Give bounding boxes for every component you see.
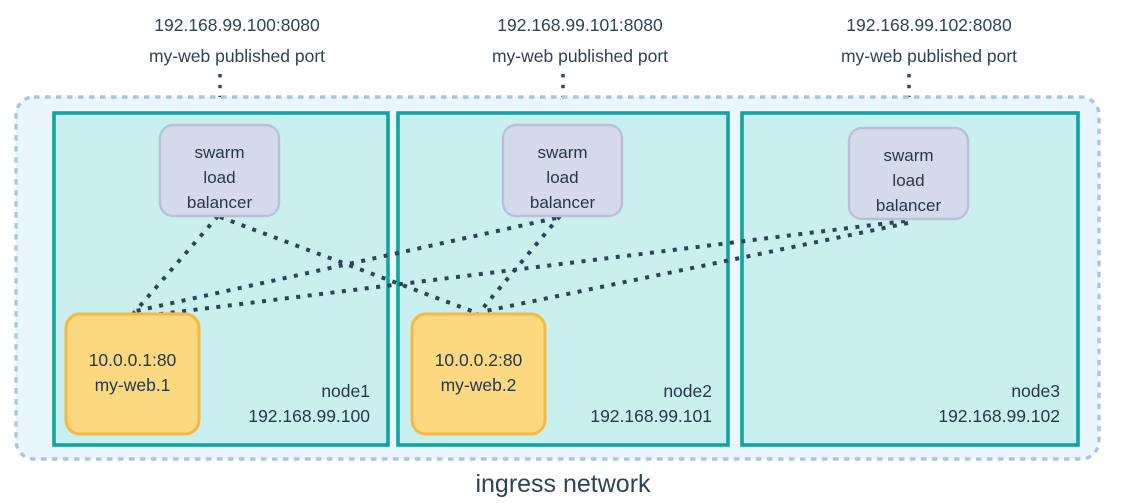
lb3-box[interactable] <box>847 126 970 221</box>
node1-name: node1 <box>321 381 370 401</box>
lb1-line3: balancer <box>187 193 253 212</box>
port-label-group-node1: 192.168.99.100:8080 my-web published por… <box>149 15 325 126</box>
port-label-description-node2: my-web published port <box>492 46 668 66</box>
port-label-address-node1: 192.168.99.100:8080 <box>154 15 320 35</box>
node3-label-group: node3 192.168.99.102 <box>938 381 1060 426</box>
lb1-line2: load <box>203 168 235 187</box>
container-task-my-web-2[interactable]: 10.0.0.2:80 my-web.2 <box>410 312 547 436</box>
swarm-load-balancer-node2[interactable]: swarm load balancer <box>501 123 624 218</box>
routing-lines <box>131 214 909 319</box>
node2-label-group: node2 192.168.99.101 <box>590 381 712 426</box>
route-lb2-to-myweb2 <box>476 214 562 316</box>
port-label-group-node2: 192.168.99.101:8080 my-web published por… <box>492 15 668 126</box>
lb2-line3: balancer <box>530 193 596 212</box>
node1-ip: 192.168.99.100 <box>248 406 370 426</box>
port-label-description-node3: my-web published port <box>841 46 1017 66</box>
ingress-network-caption: ingress network <box>475 470 651 498</box>
container2-address: 10.0.0.2:80 <box>435 350 523 370</box>
lb2-line2: load <box>546 168 578 187</box>
port-label-description-node1: my-web published port <box>149 46 325 66</box>
port-label-group-node3: 192.168.99.102:8080 my-web published por… <box>841 15 1017 126</box>
node2-name: node2 <box>663 381 712 401</box>
swarm-load-balancer-node3[interactable]: swarm load balancer <box>847 126 970 221</box>
container-task-my-web-1[interactable]: 10.0.0.1:80 my-web.1 <box>64 312 201 436</box>
lb3-line3: balancer <box>876 196 942 215</box>
node2-ip: 192.168.99.101 <box>590 406 712 426</box>
lb3-line2: load <box>892 171 924 190</box>
lb1-box[interactable] <box>158 123 281 218</box>
container1-box[interactable] <box>64 312 201 436</box>
port-label-address-node2: 192.168.99.101:8080 <box>497 15 663 35</box>
lb3-line1: swarm <box>883 146 933 165</box>
container2-box[interactable] <box>410 312 547 436</box>
lb1-line1: swarm <box>194 143 244 162</box>
node3-ip: 192.168.99.102 <box>938 406 1060 426</box>
route-lb3-to-myweb1 <box>136 219 906 319</box>
node3-name: node3 <box>1011 381 1060 401</box>
route-lb2-to-myweb1 <box>135 216 557 313</box>
swarm-load-balancer-node1[interactable]: swarm load balancer <box>158 123 281 218</box>
container2-name: my-web.2 <box>441 375 517 395</box>
node1-label-group: node1 192.168.99.100 <box>248 381 370 426</box>
port-label-address-node3: 192.168.99.102:8080 <box>846 15 1012 35</box>
lb2-box[interactable] <box>501 123 624 218</box>
lb2-line1: swarm <box>537 143 587 162</box>
container1-name: my-web.1 <box>95 375 171 395</box>
route-lb3-to-myweb2 <box>480 221 909 314</box>
container1-address: 10.0.0.1:80 <box>89 350 177 370</box>
